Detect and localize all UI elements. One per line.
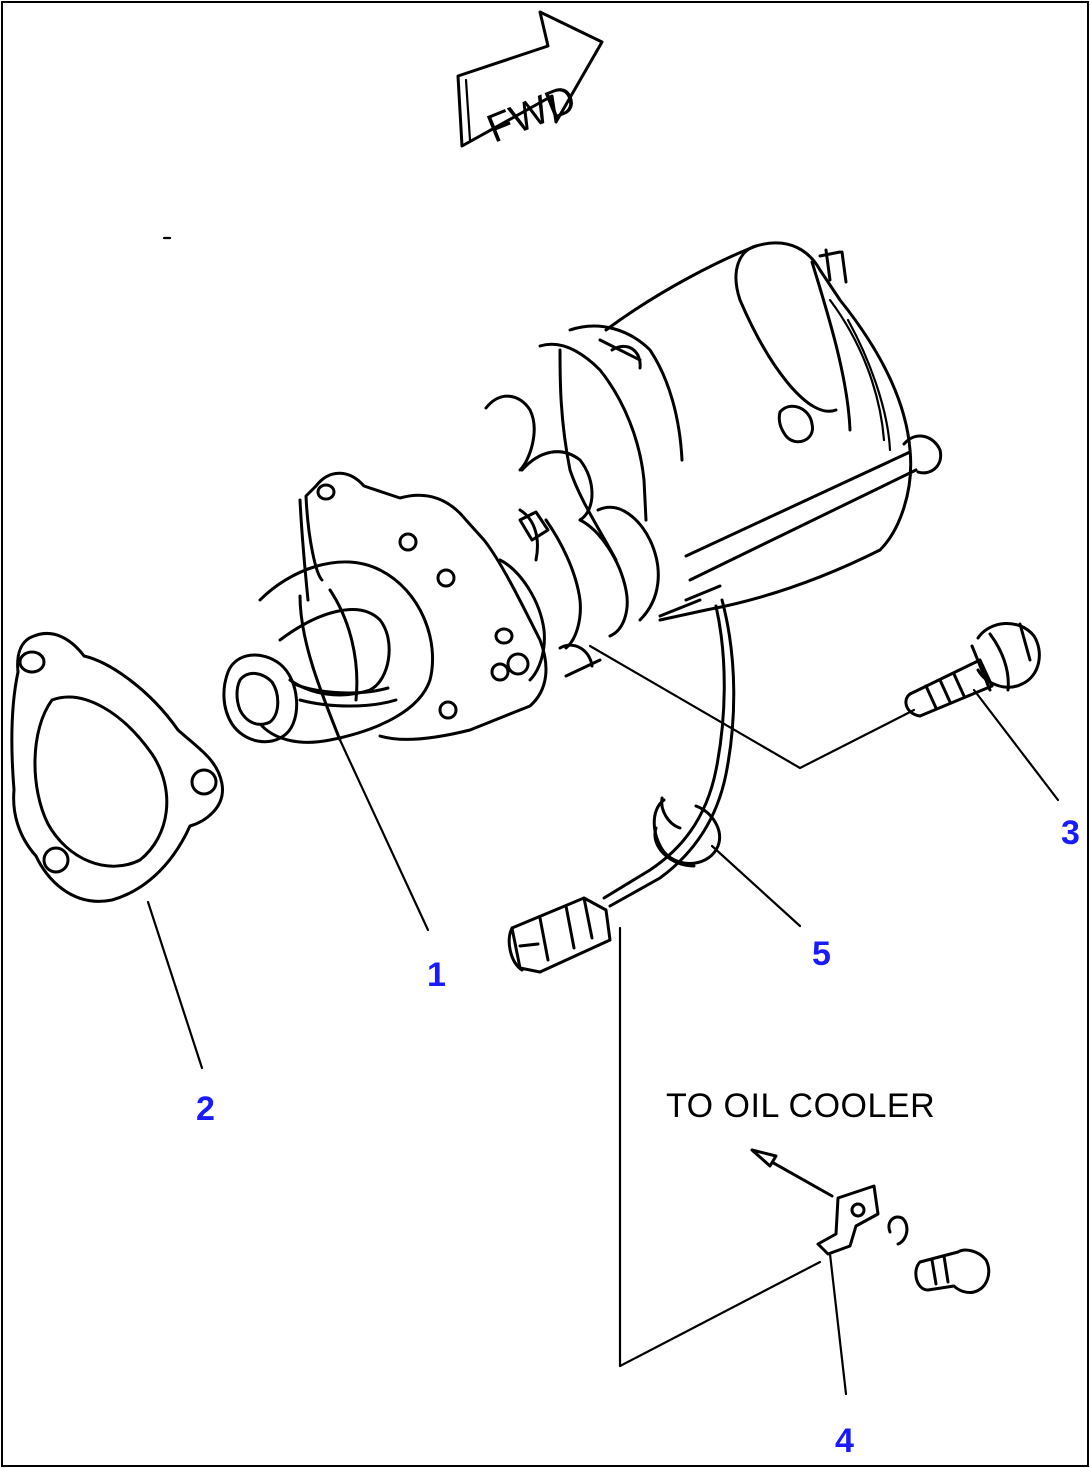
gasket: [10, 632, 224, 903]
oil-cooler-note: TO OIL COOLER: [666, 1087, 935, 1125]
starter-motor: [222, 241, 943, 744]
direction-arrow-icon: [750, 1148, 834, 1198]
callout-4: 4: [835, 1422, 854, 1460]
bolt: [904, 622, 1041, 718]
fwd-label: FWD: [481, 77, 582, 152]
callout-5: 5: [812, 935, 831, 973]
forward-arrow-icon: FWD: [456, 10, 604, 152]
callout-1: 1: [427, 956, 446, 994]
leader-lines: [146, 644, 1060, 1396]
callout-2: 2: [196, 1090, 215, 1128]
bracket: [816, 1184, 880, 1256]
washer-and-bolt: [887, 1215, 991, 1294]
wire-harness: [602, 598, 736, 908]
callout-3: 3: [1061, 814, 1080, 852]
connector-plug: [507, 896, 612, 974]
